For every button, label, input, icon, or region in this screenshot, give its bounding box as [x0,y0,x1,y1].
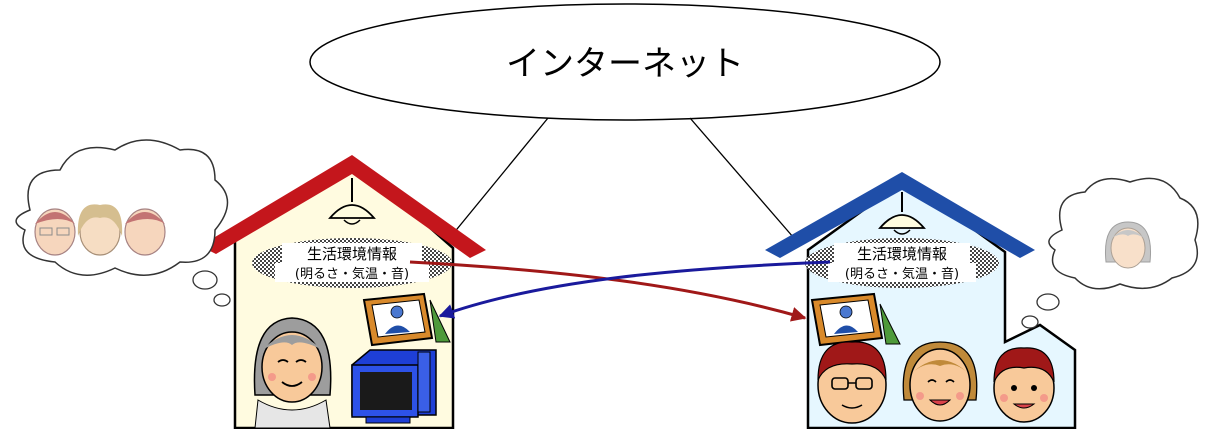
link-right-house [689,117,801,246]
ceiling-lamp-icon [328,178,376,225]
left-house: 生活環境情報 (明るさ・気温・音) [200,155,486,429]
child-avatar [993,347,1055,423]
father-avatar [817,341,887,424]
right-house: 生活環境情報 (明るさ・気温・音) [765,172,1077,429]
arrow-right-to-left [438,260,831,319]
internet-node: インターネット [309,3,941,121]
arrow-left-to-right [409,260,807,322]
left-thought-cloud [15,139,231,307]
mother-avatar [902,341,978,422]
grandmother-faded-icon [1104,221,1152,269]
television-icon [351,349,437,424]
right-info-detail: (明るさ・気温・音) [845,266,959,282]
right-house-roof [765,172,1035,258]
family-faces-faded-icon [34,204,166,256]
photo-frame-icon [362,292,451,347]
right-info-title: 生活環境情報 [857,245,947,263]
ceiling-lamp-icon-right [878,192,926,235]
grandmother-avatar [253,317,332,429]
photo-frame-icon-right [810,292,901,347]
left-info-title: 生活環境情報 [307,245,397,263]
right-thought-cloud [1021,177,1199,329]
left-info-detail: (明るさ・気温・音) [295,266,409,282]
left-info-bubble: 生活環境情報 (明るさ・気温・音) [252,238,452,288]
left-house-roof [200,155,486,258]
internet-label: インターネット [506,44,744,84]
right-info-bubble: 生活環境情報 (明るさ・気温・音) [805,238,999,288]
